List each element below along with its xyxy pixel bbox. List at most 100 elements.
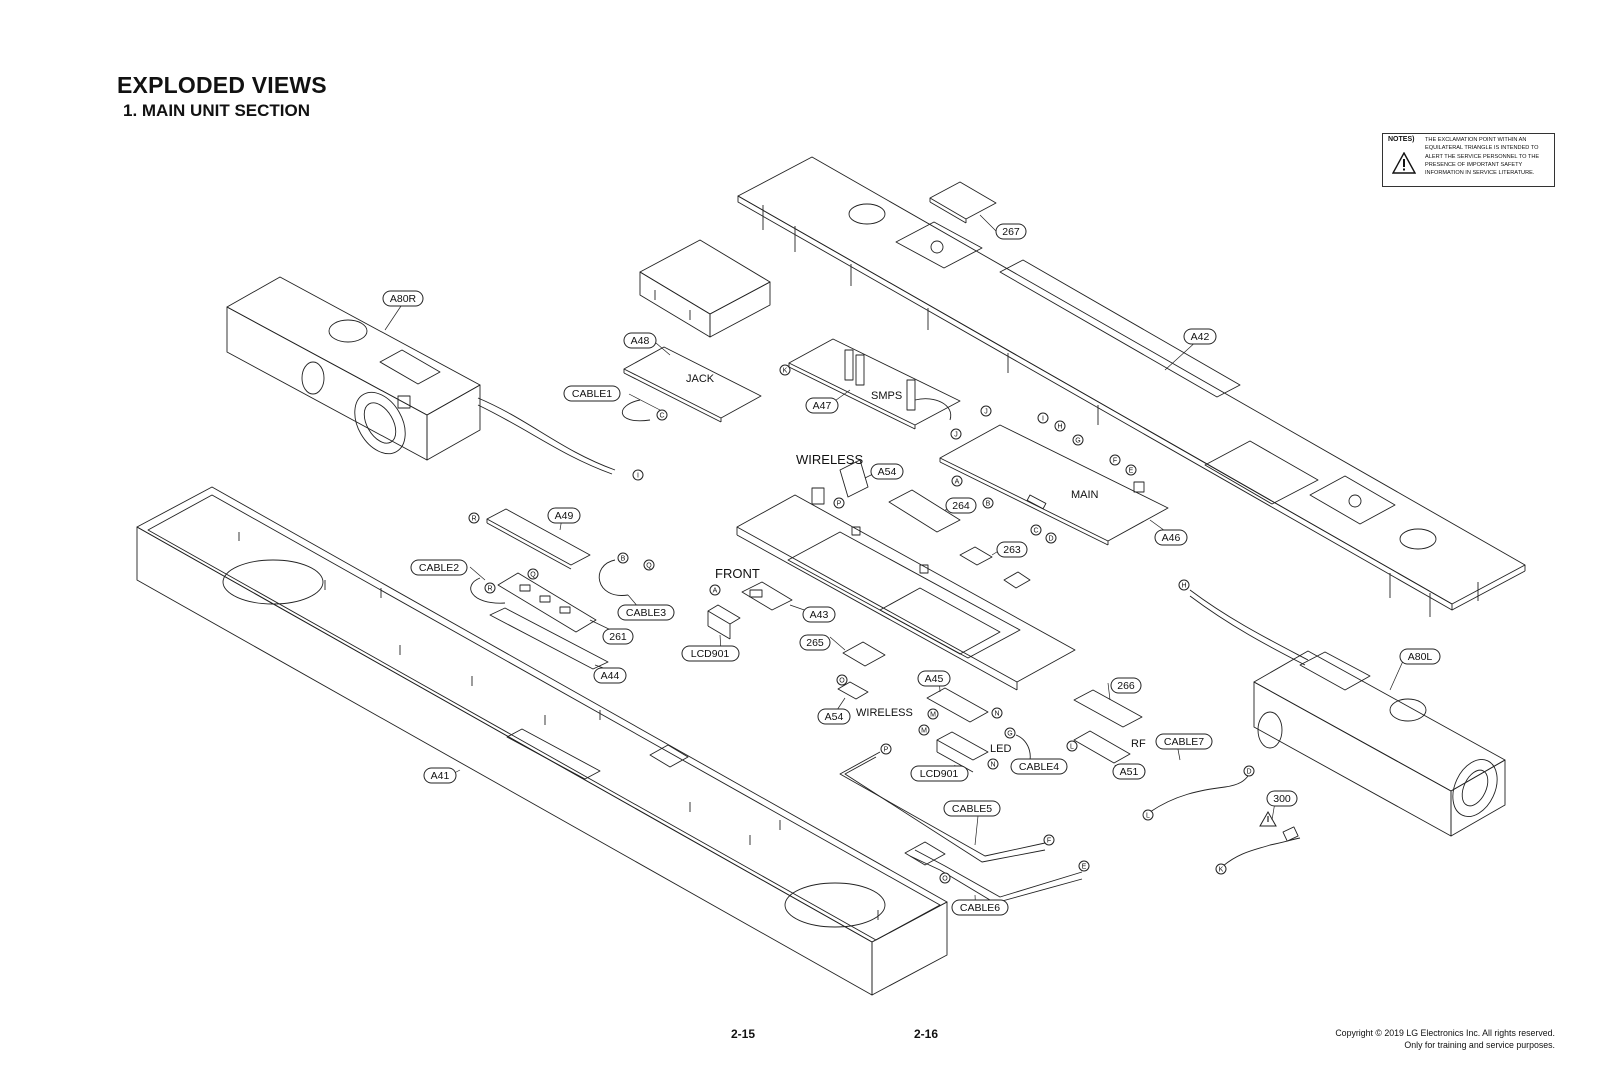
tag-265: 265 xyxy=(799,634,831,651)
tag-a43: A43 xyxy=(802,606,836,623)
svg-text:A47: A47 xyxy=(813,400,832,412)
pin-h2: H xyxy=(1178,579,1190,591)
svg-text:267: 267 xyxy=(1002,226,1020,238)
tag-cable4: CABLE4 xyxy=(1010,758,1068,775)
jack-board-a48 xyxy=(621,346,762,423)
smps-label: SMPS xyxy=(871,390,902,402)
pin-n1: N xyxy=(991,707,1003,719)
svg-text:B: B xyxy=(621,556,626,563)
tag-cable7: CABLE7 xyxy=(1155,733,1213,750)
cable7 xyxy=(1149,775,1249,813)
svg-text:J: J xyxy=(954,432,958,439)
pin-o1: O xyxy=(836,674,848,686)
svg-text:300: 300 xyxy=(1273,793,1291,805)
svg-text:J: J xyxy=(984,409,988,416)
notes-heading: NOTES) xyxy=(1388,136,1415,143)
pin-o2: O xyxy=(939,872,951,884)
tag-264: 264 xyxy=(945,497,977,514)
copyright-notice: Copyright © 2019 LG Electronics Inc. All… xyxy=(1335,1027,1555,1051)
connector-pins: K J J I H G F E A B C D C I R Q B Q R A … xyxy=(468,364,1255,884)
svg-text:Q: Q xyxy=(530,572,536,579)
tag-a54-bottom: A54 xyxy=(817,708,851,725)
tag-a44: A44 xyxy=(593,667,627,684)
svg-text:F: F xyxy=(1047,838,1051,845)
pin-f1: F xyxy=(1109,454,1121,466)
rf-board-a51 xyxy=(1073,730,1131,764)
svg-text:CABLE5: CABLE5 xyxy=(952,803,992,815)
wireless-label-top: WIRELESS xyxy=(796,452,864,467)
svg-text:LCD901: LCD901 xyxy=(920,768,959,780)
power-cord-warning-icon xyxy=(1259,810,1277,827)
svg-text:L: L xyxy=(1070,744,1074,751)
tag-cable3: CABLE3 xyxy=(617,604,675,621)
bottom-cabinet-a41 xyxy=(136,486,948,996)
svg-text:A43: A43 xyxy=(810,609,829,621)
tag-a42: A42 xyxy=(1183,328,1217,345)
svg-text:263: 263 xyxy=(1003,544,1021,556)
tag-263: 263 xyxy=(996,541,1028,558)
svg-text:E: E xyxy=(1129,468,1134,475)
svg-text:CABLE6: CABLE6 xyxy=(960,902,1000,914)
tag-lcd901-right: LCD901 xyxy=(910,765,969,782)
pin-p1: P xyxy=(833,497,845,509)
svg-text:A80R: A80R xyxy=(390,293,417,305)
svg-text:P: P xyxy=(884,747,889,754)
wireless-label-bottom: WIRELESS xyxy=(856,707,913,719)
svg-text:265: 265 xyxy=(806,637,824,649)
pin-r2: R xyxy=(484,582,496,594)
svg-text:A51: A51 xyxy=(1120,766,1139,778)
pin-a1: A xyxy=(951,475,963,487)
svg-text:K: K xyxy=(1219,867,1224,874)
svg-text:261: 261 xyxy=(609,631,627,643)
svg-text:R: R xyxy=(471,516,476,523)
tag-a48: A48 xyxy=(623,332,657,349)
pin-q2: Q xyxy=(643,559,655,571)
lcd901-left xyxy=(707,604,741,640)
pin-n2: N xyxy=(987,758,999,770)
thermal-pad-264 xyxy=(888,489,961,533)
svg-text:L: L xyxy=(1146,813,1150,820)
svg-text:A54: A54 xyxy=(878,466,897,478)
cable2-loop xyxy=(470,577,506,604)
part-tags: 267 A80R A48 CABLE1 A47 A42 A54 A49 264 … xyxy=(382,223,1441,916)
svg-text:LCD901: LCD901 xyxy=(691,648,730,660)
pin-r1: R xyxy=(468,512,480,524)
board-a49 xyxy=(486,508,591,570)
tag-a49: A49 xyxy=(547,507,581,524)
copyright-line-1: Copyright © 2019 LG Electronics Inc. All… xyxy=(1335,1028,1555,1038)
pin-e1: E xyxy=(1125,464,1137,476)
tag-cable5: CABLE5 xyxy=(943,800,1001,817)
pin-k1: K xyxy=(779,364,791,376)
section-subtitle: 1. MAIN UNIT SECTION xyxy=(123,101,311,120)
pin-f2: F xyxy=(1043,834,1055,846)
front-label: FRONT xyxy=(715,566,760,581)
svg-text:P: P xyxy=(837,501,842,508)
svg-text:C: C xyxy=(659,413,664,420)
page-title: EXPLODED VIEWS xyxy=(117,72,327,98)
warning-triangle-icon xyxy=(1392,152,1416,174)
svg-text:I: I xyxy=(637,473,639,480)
power-cord-300 xyxy=(1222,826,1301,867)
main-label: MAIN xyxy=(1071,489,1099,501)
svg-text:F: F xyxy=(1113,458,1117,465)
pin-i2: I xyxy=(632,469,644,481)
svg-text:A48: A48 xyxy=(631,335,650,347)
pin-d2: D xyxy=(1243,765,1255,777)
top-chassis-plate-a42 xyxy=(737,156,1526,617)
tag-300: 300 xyxy=(1266,790,1298,807)
tag-a80l: A80L xyxy=(1399,648,1441,665)
flat-cable-6 xyxy=(904,841,1083,904)
svg-text:264: 264 xyxy=(952,500,970,512)
tag-lcd901-left: LCD901 xyxy=(681,645,740,662)
svg-text:A45: A45 xyxy=(925,673,944,685)
tag-a54-top: A54 xyxy=(870,463,904,480)
svg-text:R: R xyxy=(487,586,492,593)
safety-notes-box: NOTES) THE EXCLAMATION POINT WITHIN AN E… xyxy=(1382,133,1555,187)
wireless-module-top xyxy=(839,459,869,498)
speaker-a80r xyxy=(226,276,616,475)
tag-cable6: CABLE6 xyxy=(951,899,1009,916)
svg-text:B: B xyxy=(986,501,991,508)
tag-267: 267 xyxy=(995,223,1027,240)
part-265 xyxy=(842,641,886,667)
rf-label: RF xyxy=(1131,738,1146,750)
